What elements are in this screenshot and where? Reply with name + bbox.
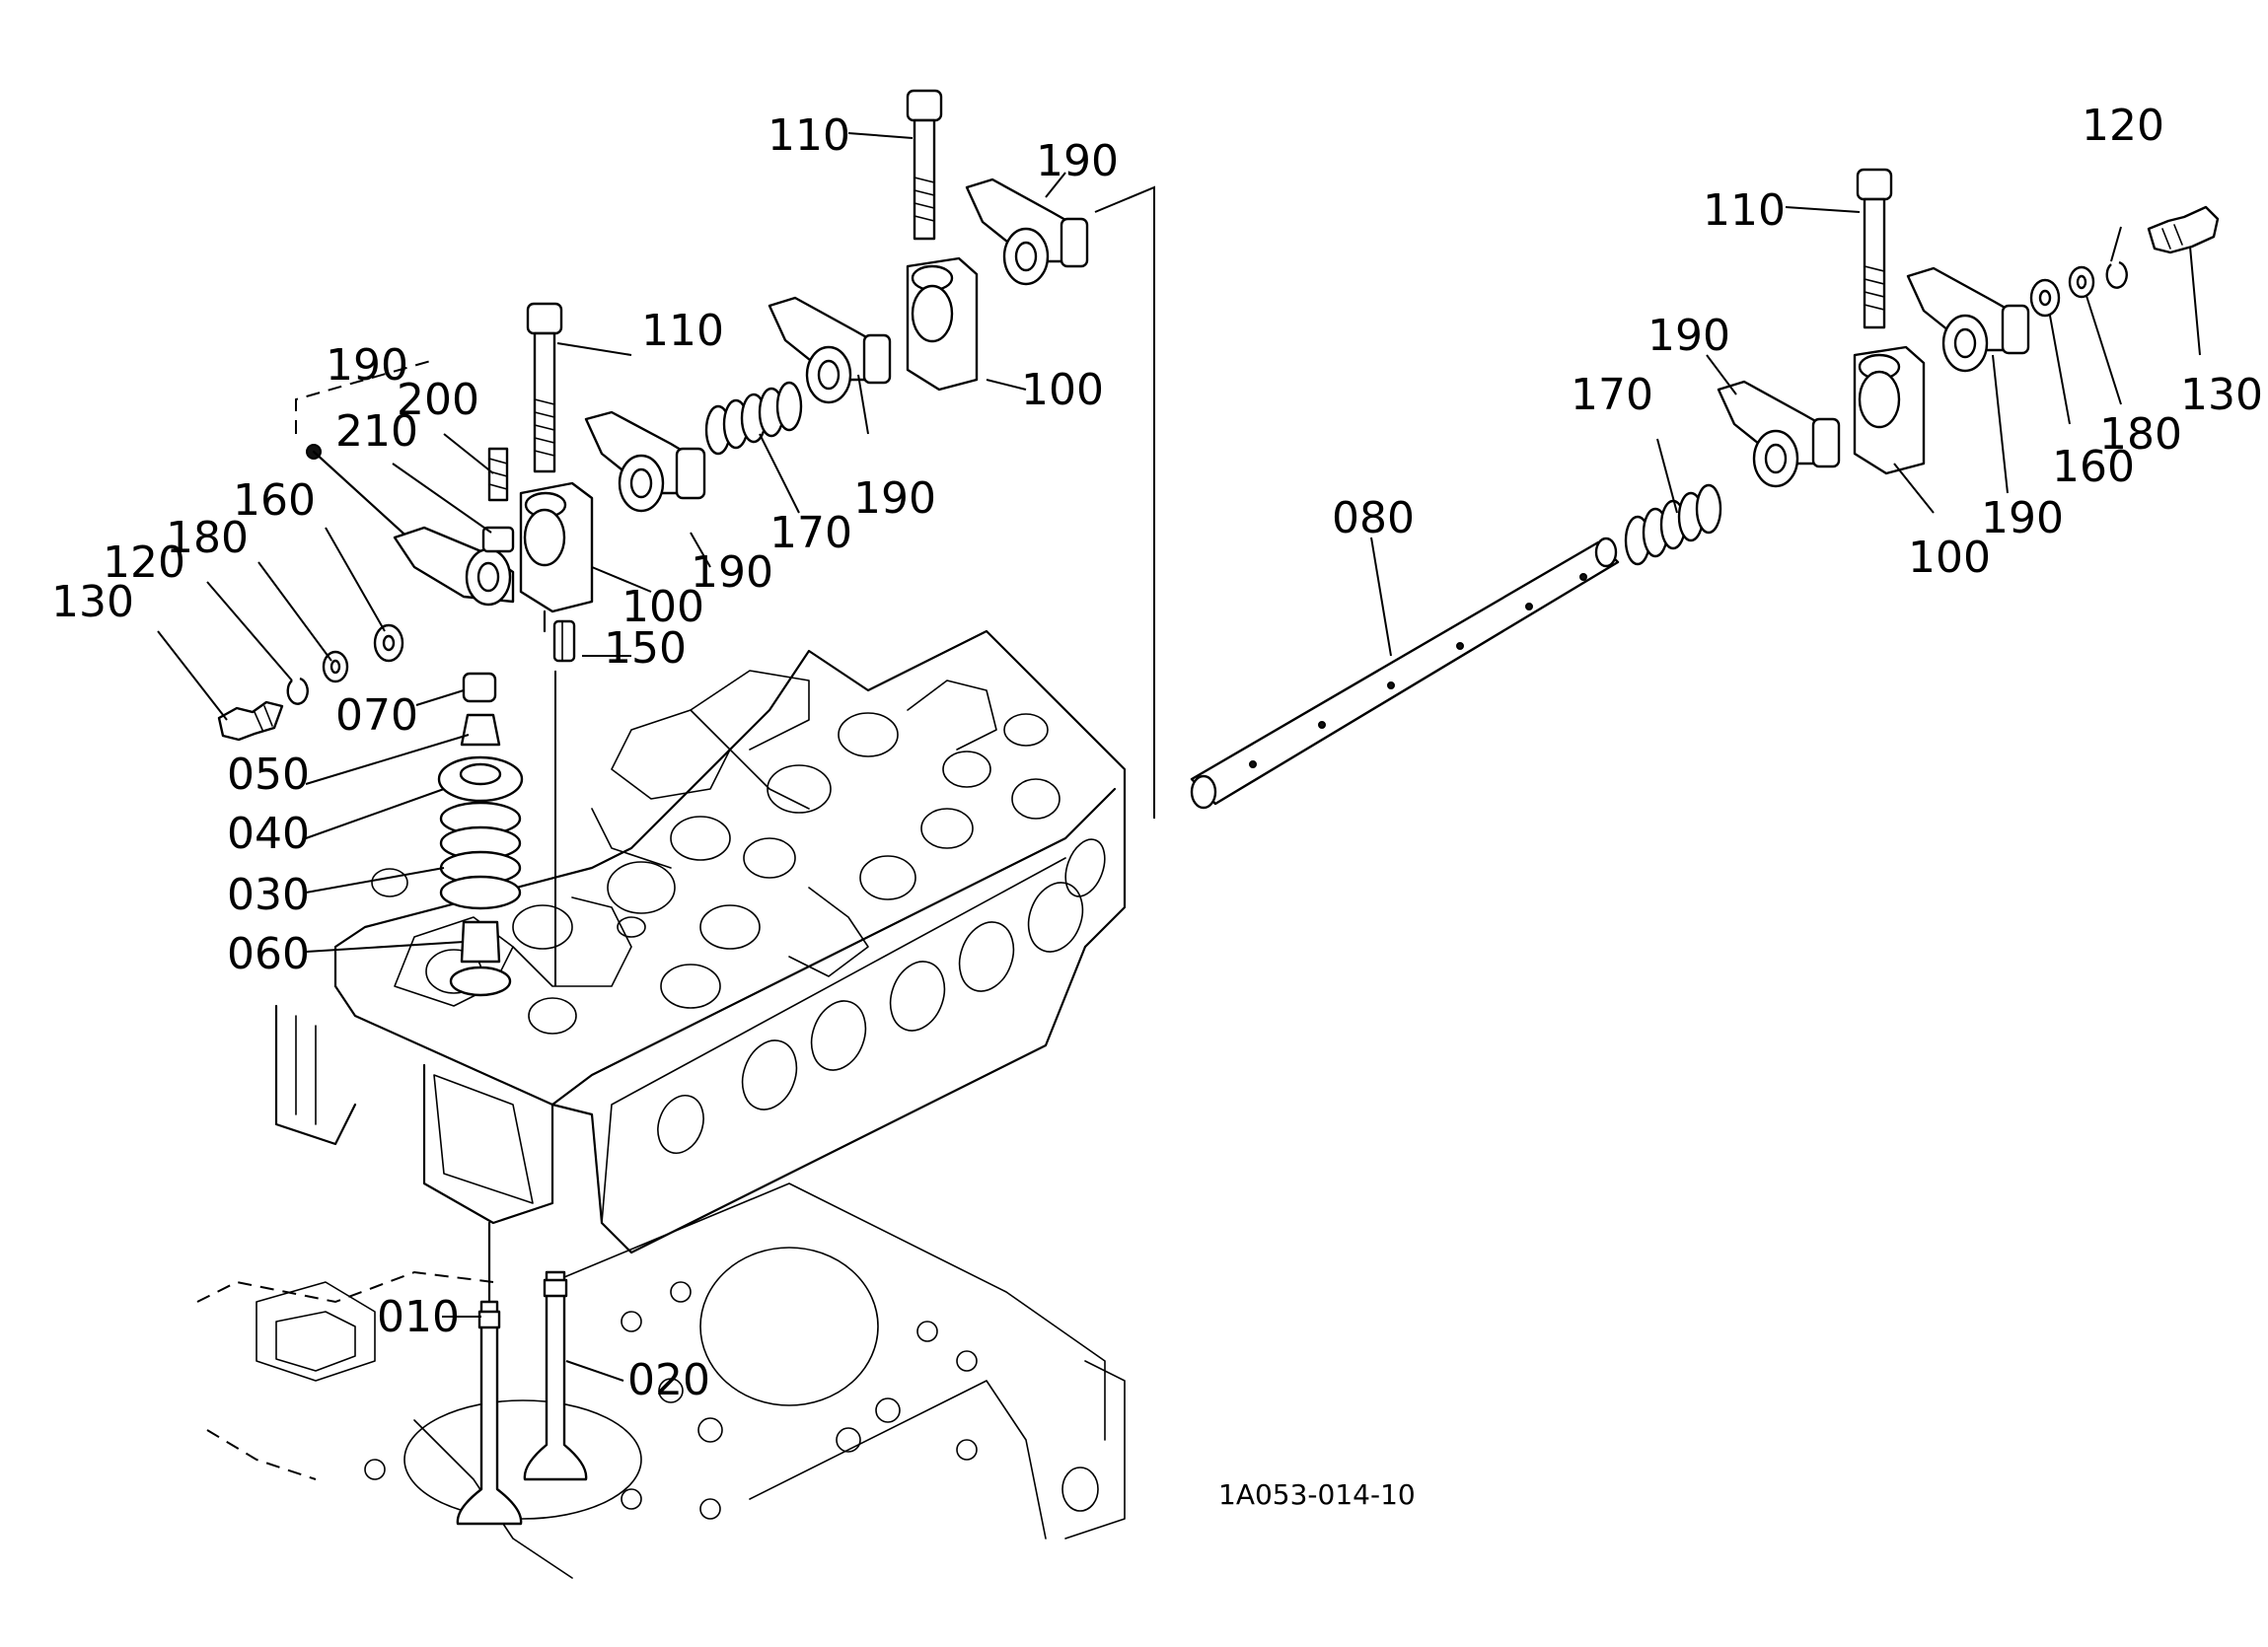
spring-170-b: [1624, 483, 1722, 566]
valve-spring-stack: [437, 672, 524, 997]
label-110-right: 110: [1703, 185, 1786, 236]
label-120-left: 120: [103, 537, 185, 588]
circlip-120-b: [2105, 260, 2128, 289]
spring-170-a: [704, 381, 803, 456]
label-170-left: 170: [769, 508, 852, 558]
lock-nut-210: [481, 526, 515, 553]
label-100-left: 100: [622, 582, 704, 632]
label-190-b: 190: [691, 547, 773, 598]
label-190-top: 190: [1036, 136, 1119, 186]
leader-lines: [157, 132, 2201, 1382]
label-110-top: 110: [768, 110, 850, 161]
set-screw-130-b: [2147, 205, 2220, 254]
bolt-110-c: [1856, 168, 1893, 329]
figure-reference: 1A053-014-10: [1218, 1478, 1416, 1511]
shaft-guide-line: [1094, 185, 1155, 819]
label-180-left: 180: [166, 513, 249, 563]
label-180-right: 180: [2099, 409, 2182, 460]
label-190-bracket: 190: [326, 340, 408, 391]
label-020: 020: [627, 1355, 710, 1405]
label-080: 080: [1332, 493, 1415, 543]
label-190-c: 190: [853, 473, 936, 524]
rocker-assembly-right: [1624, 168, 2220, 566]
label-200: 200: [397, 375, 479, 425]
label-130-right: 130: [2180, 370, 2263, 420]
label-100-right: 100: [1908, 533, 1991, 583]
exhaust-valve-020: [523, 1270, 588, 1481]
valve-cap-070: [462, 672, 497, 703]
label-030: 030: [227, 870, 310, 920]
label-160-right: 160: [2052, 442, 2135, 492]
label-050: 050: [227, 750, 310, 800]
label-100-mid: 100: [1021, 365, 1104, 415]
label-120-right: 120: [2082, 101, 2164, 151]
cylinder-block: [196, 1182, 1126, 1579]
bolt-110-a: [526, 302, 563, 473]
label-150: 150: [604, 623, 687, 674]
pin-150: [552, 619, 576, 663]
valve-spring-030: [439, 801, 522, 910]
set-screw-130: [217, 700, 284, 742]
rocker-assembly-left: [217, 89, 1089, 986]
valves: [456, 1221, 588, 1526]
circlip-120: [286, 677, 309, 705]
cylinder-head: [274, 629, 1127, 1254]
intake-valve-010: [456, 1300, 523, 1526]
label-170-right: 170: [1571, 370, 1653, 420]
label-190-right-b: 190: [1981, 493, 2064, 543]
label-040: 040: [227, 809, 310, 859]
bolt-110-b: [906, 89, 943, 241]
label-110-left: 110: [641, 306, 724, 356]
label-070: 070: [335, 690, 418, 741]
valve-collet-050: [460, 713, 501, 747]
stem-seal-060: [460, 920, 501, 964]
rocker-shaft-080: [1190, 537, 1620, 810]
label-210: 210: [335, 406, 418, 457]
part-labels: 010 020 030 040 050 060 070 130 120 180 …: [51, 101, 2263, 1511]
label-010: 010: [377, 1292, 460, 1342]
label-130-left: 130: [51, 577, 134, 627]
label-060: 060: [227, 929, 310, 979]
label-190-right-a: 190: [1647, 311, 1730, 361]
label-160-left: 160: [233, 475, 316, 526]
